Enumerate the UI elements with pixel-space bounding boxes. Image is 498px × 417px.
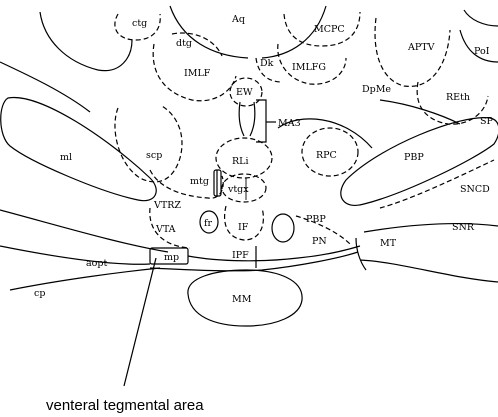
label-rli: RLi xyxy=(232,156,249,167)
label-ew: EW xyxy=(236,87,253,98)
label-ml: ml xyxy=(60,152,72,163)
ma3-bracket xyxy=(256,100,266,142)
midline-line-left xyxy=(239,102,244,136)
label-vtrz: VTRZ xyxy=(153,200,181,211)
label-aq: Aq xyxy=(231,14,245,25)
pbp-ring xyxy=(272,214,294,242)
label-aptv: APTV xyxy=(407,42,435,53)
label-if: IF xyxy=(238,222,249,233)
mt-line xyxy=(356,238,366,270)
label-ctg: ctg xyxy=(132,18,147,29)
label-mp: mp xyxy=(164,252,179,263)
label-pbp-top: PBP xyxy=(404,152,424,163)
vtrz-outline xyxy=(150,170,223,198)
label-sncd: SNCD xyxy=(460,184,490,195)
label-rpc: RPC xyxy=(316,150,337,161)
ventral-band-left xyxy=(0,246,150,264)
label-cp: cp xyxy=(34,288,45,299)
right-outer-arc xyxy=(380,100,460,124)
annotation-caption: venteral tegmental area xyxy=(46,397,204,414)
ml-tract xyxy=(1,97,157,200)
label-poi: PoI xyxy=(474,46,490,57)
label-ma3: MA3 xyxy=(278,118,301,129)
label-vtgx: vtgx xyxy=(227,184,249,195)
label-mm: MM xyxy=(232,294,252,305)
right-lower-outline xyxy=(360,260,498,282)
label-dk: Dk xyxy=(260,58,274,69)
dorsal-outline-far-right xyxy=(464,10,498,26)
label-dtg: dtg xyxy=(176,38,192,49)
label-dpme: DpMe xyxy=(362,84,391,95)
cp-outline xyxy=(10,268,160,290)
vta-leader-line xyxy=(124,258,156,386)
label-fr: fr xyxy=(204,218,213,229)
midline-line-right xyxy=(250,102,255,136)
left-lower-outline xyxy=(0,210,168,252)
label-vta: VTA xyxy=(155,224,176,235)
label-imlf: IMLF xyxy=(184,68,211,79)
label-mtg: mtg xyxy=(190,176,209,187)
label-scp: scp xyxy=(146,150,162,161)
ipf-lower-line xyxy=(150,252,358,271)
label-pn: PN xyxy=(312,236,327,247)
label-sp: SP xyxy=(480,116,494,127)
label-ipf: IPF xyxy=(232,250,249,261)
label-mt: MT xyxy=(380,238,397,249)
label-mcpc: MCPC xyxy=(314,24,345,35)
label-reth: REth xyxy=(446,92,470,103)
scp-tract xyxy=(115,106,182,182)
snr-outline xyxy=(364,224,498,232)
dorsal-outline-left xyxy=(40,12,132,71)
label-aopt: aopt xyxy=(86,258,107,269)
label-imlfg: IMLFG xyxy=(292,62,326,73)
left-outer-curve xyxy=(0,62,90,112)
label-snr: SNR xyxy=(452,222,475,233)
label-pbp: PBP xyxy=(306,214,326,225)
